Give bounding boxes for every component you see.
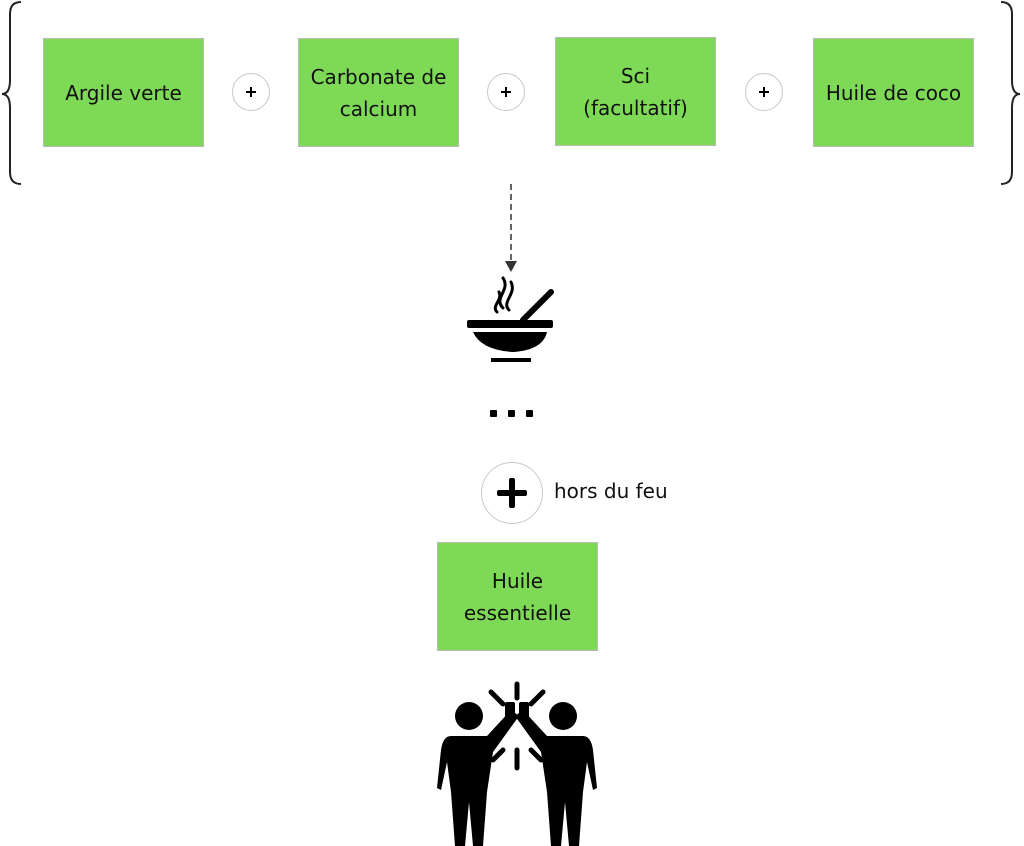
- plus-icon: [745, 73, 783, 111]
- big-plus-icon: [481, 462, 543, 524]
- plus-icon: [487, 73, 525, 111]
- left-curly-brace: [1, 1, 22, 185]
- ingredient-box-argile-verte: Argile verte: [43, 38, 204, 147]
- ingredient-box-sci: Sci (facultatif): [555, 37, 716, 146]
- ingredient-box-huile-essentielle: Huile essentielle: [437, 542, 598, 651]
- ingredient-box-huile-de-coco: Huile de coco: [813, 38, 974, 147]
- high-five-icon: [437, 681, 597, 846]
- plus-icon: [232, 73, 270, 111]
- ellipsis-icon: [490, 410, 535, 420]
- arrow-head: [505, 261, 517, 272]
- hot-bowl-icon: [467, 276, 554, 362]
- off-heat-note: hors du feu: [554, 479, 668, 503]
- ingredient-box-carbonate-de-calcium: Carbonate de calcium: [298, 38, 459, 147]
- right-curly-brace: [1000, 1, 1021, 185]
